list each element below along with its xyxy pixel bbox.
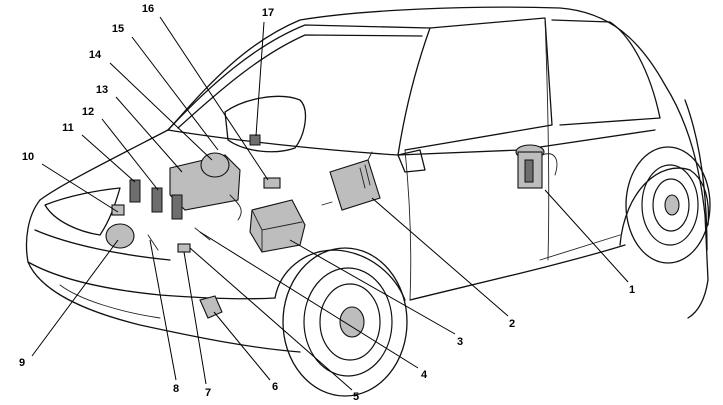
callout-label-17: 17 [262, 7, 274, 19]
callout-leader-11 [81, 134, 136, 183]
callout-leader-6 [213, 311, 271, 381]
callout-label-10: 10 [22, 151, 34, 163]
engine-control-unit [321, 151, 381, 211]
callout-leader-15 [131, 36, 219, 151]
callout-9: 9 [19, 239, 119, 369]
callout-label-1: 1 [629, 284, 635, 296]
callout-6: 6 [213, 311, 278, 393]
air-cleaner [224, 95, 307, 153]
callout-11: 11 [62, 122, 136, 183]
callout-label-2: 2 [509, 318, 515, 330]
battery [249, 199, 306, 253]
components [105, 95, 558, 319]
callout-5: 5 [189, 247, 359, 403]
sensor-17 [263, 177, 281, 189]
callout-leader-10 [41, 163, 119, 213]
callout-label-12: 12 [82, 106, 94, 118]
callout-16: 16 [142, 3, 269, 181]
callout-4: 4 [199, 231, 428, 381]
callout-label-9: 9 [19, 357, 25, 369]
callout-label-14: 14 [89, 49, 102, 61]
callout-3: 3 [289, 239, 463, 348]
callout-leader-1 [544, 189, 629, 283]
callout-1: 1 [544, 189, 635, 296]
callout-7: 7 [183, 251, 211, 399]
callout-15: 15 [112, 23, 219, 151]
fuel-pump [515, 144, 558, 189]
callout-leader-12 [101, 118, 159, 191]
callout-leader-3 [289, 239, 456, 335]
callout-label-6: 6 [272, 381, 278, 393]
rear-wheel [625, 146, 711, 264]
callout-label-13: 13 [96, 84, 108, 96]
callout-2: 2 [371, 197, 515, 330]
callout-leader-13 [115, 96, 183, 173]
callout-leader-7 [183, 251, 207, 385]
callout-leader-17 [255, 21, 265, 137]
callout-leader-4 [199, 231, 419, 369]
callout-label-16: 16 [142, 3, 154, 15]
callout-label-5: 5 [353, 391, 359, 403]
callout-14: 14 [89, 49, 213, 161]
callout-17: 17 [255, 7, 274, 137]
callout-label-15: 15 [112, 23, 124, 35]
callout-10: 10 [22, 151, 119, 213]
front-wheel [282, 247, 408, 397]
callout-label-8: 8 [173, 383, 179, 395]
callout-leader-9 [31, 239, 119, 357]
callout-leader-14 [109, 62, 213, 161]
callout-leader-8 [149, 239, 177, 381]
callout-13: 13 [96, 84, 183, 173]
engine-assembly [105, 152, 242, 253]
sensor-6 [199, 295, 223, 319]
callout-leader-2 [371, 197, 509, 317]
callout-8: 8 [149, 239, 179, 395]
callout-leader-5 [189, 247, 353, 391]
callout-label-11: 11 [62, 122, 74, 134]
callout-label-7: 7 [205, 387, 211, 399]
callout-label-4: 4 [421, 369, 428, 381]
callout-leader-16 [159, 16, 269, 181]
callout-label-3: 3 [457, 336, 463, 348]
callout-12: 12 [82, 106, 159, 191]
